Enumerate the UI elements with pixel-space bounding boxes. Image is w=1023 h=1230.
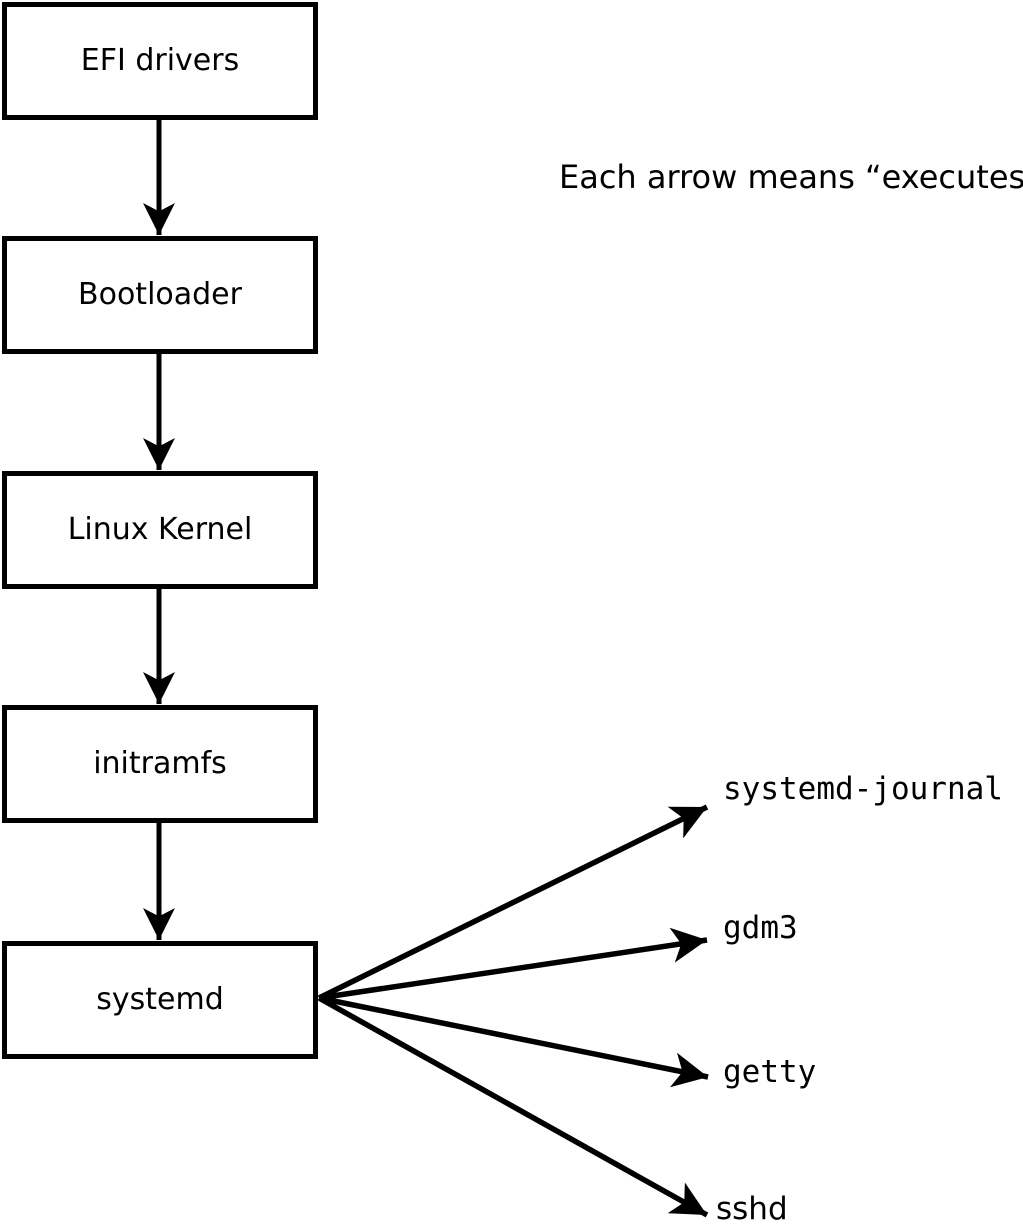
node-systemd: systemd	[2, 941, 318, 1059]
node-bootloader-label: Bootloader	[78, 277, 242, 312]
node-initramfs-label: initramfs	[93, 746, 227, 781]
target-gdm3: gdm3	[723, 910, 798, 946]
node-linux-kernel: Linux Kernel	[2, 471, 318, 589]
node-linux-kernel-label: Linux Kernel	[67, 512, 253, 547]
arrow-systemd-to-sshd	[317, 995, 709, 1218]
target-getty: getty	[723, 1054, 817, 1090]
arrow-systemd-to-journal	[317, 804, 709, 1001]
node-initramfs: initramfs	[2, 705, 318, 823]
target-systemd-journal: systemd-journal	[723, 771, 1003, 807]
arrow-systemd-to-gdm3	[318, 927, 708, 1001]
node-efi-drivers: EFI drivers	[2, 2, 318, 120]
node-efi-drivers-label: EFI drivers	[80, 43, 240, 78]
target-sshd: sshd	[716, 1191, 788, 1227]
arrow-systemd-to-getty	[318, 995, 709, 1088]
node-bootloader: Bootloader	[2, 236, 318, 354]
arrow-meaning-annotation: Each arrow means “executes”.	[559, 158, 1023, 196]
node-systemd-label: systemd	[96, 982, 224, 1017]
